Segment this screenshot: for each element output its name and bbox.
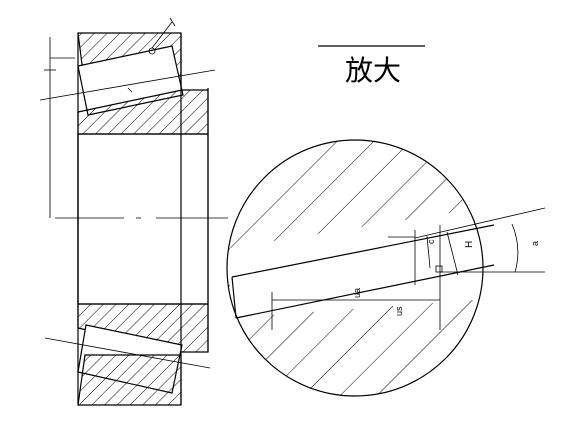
label-c: c — [426, 239, 436, 244]
bearing-section — [39, 17, 228, 406]
detail-circle — [226, 139, 484, 397]
bore — [77, 133, 209, 305]
magnify-title: 放大 — [345, 54, 401, 87]
label-ua: ua — [352, 288, 362, 298]
label-h: H — [464, 241, 475, 248]
label-a: a — [530, 241, 540, 246]
outer-race-bottom — [77, 354, 182, 406]
label-us: us — [394, 306, 404, 316]
magnified-detail: ua us c H a — [226, 139, 546, 397]
